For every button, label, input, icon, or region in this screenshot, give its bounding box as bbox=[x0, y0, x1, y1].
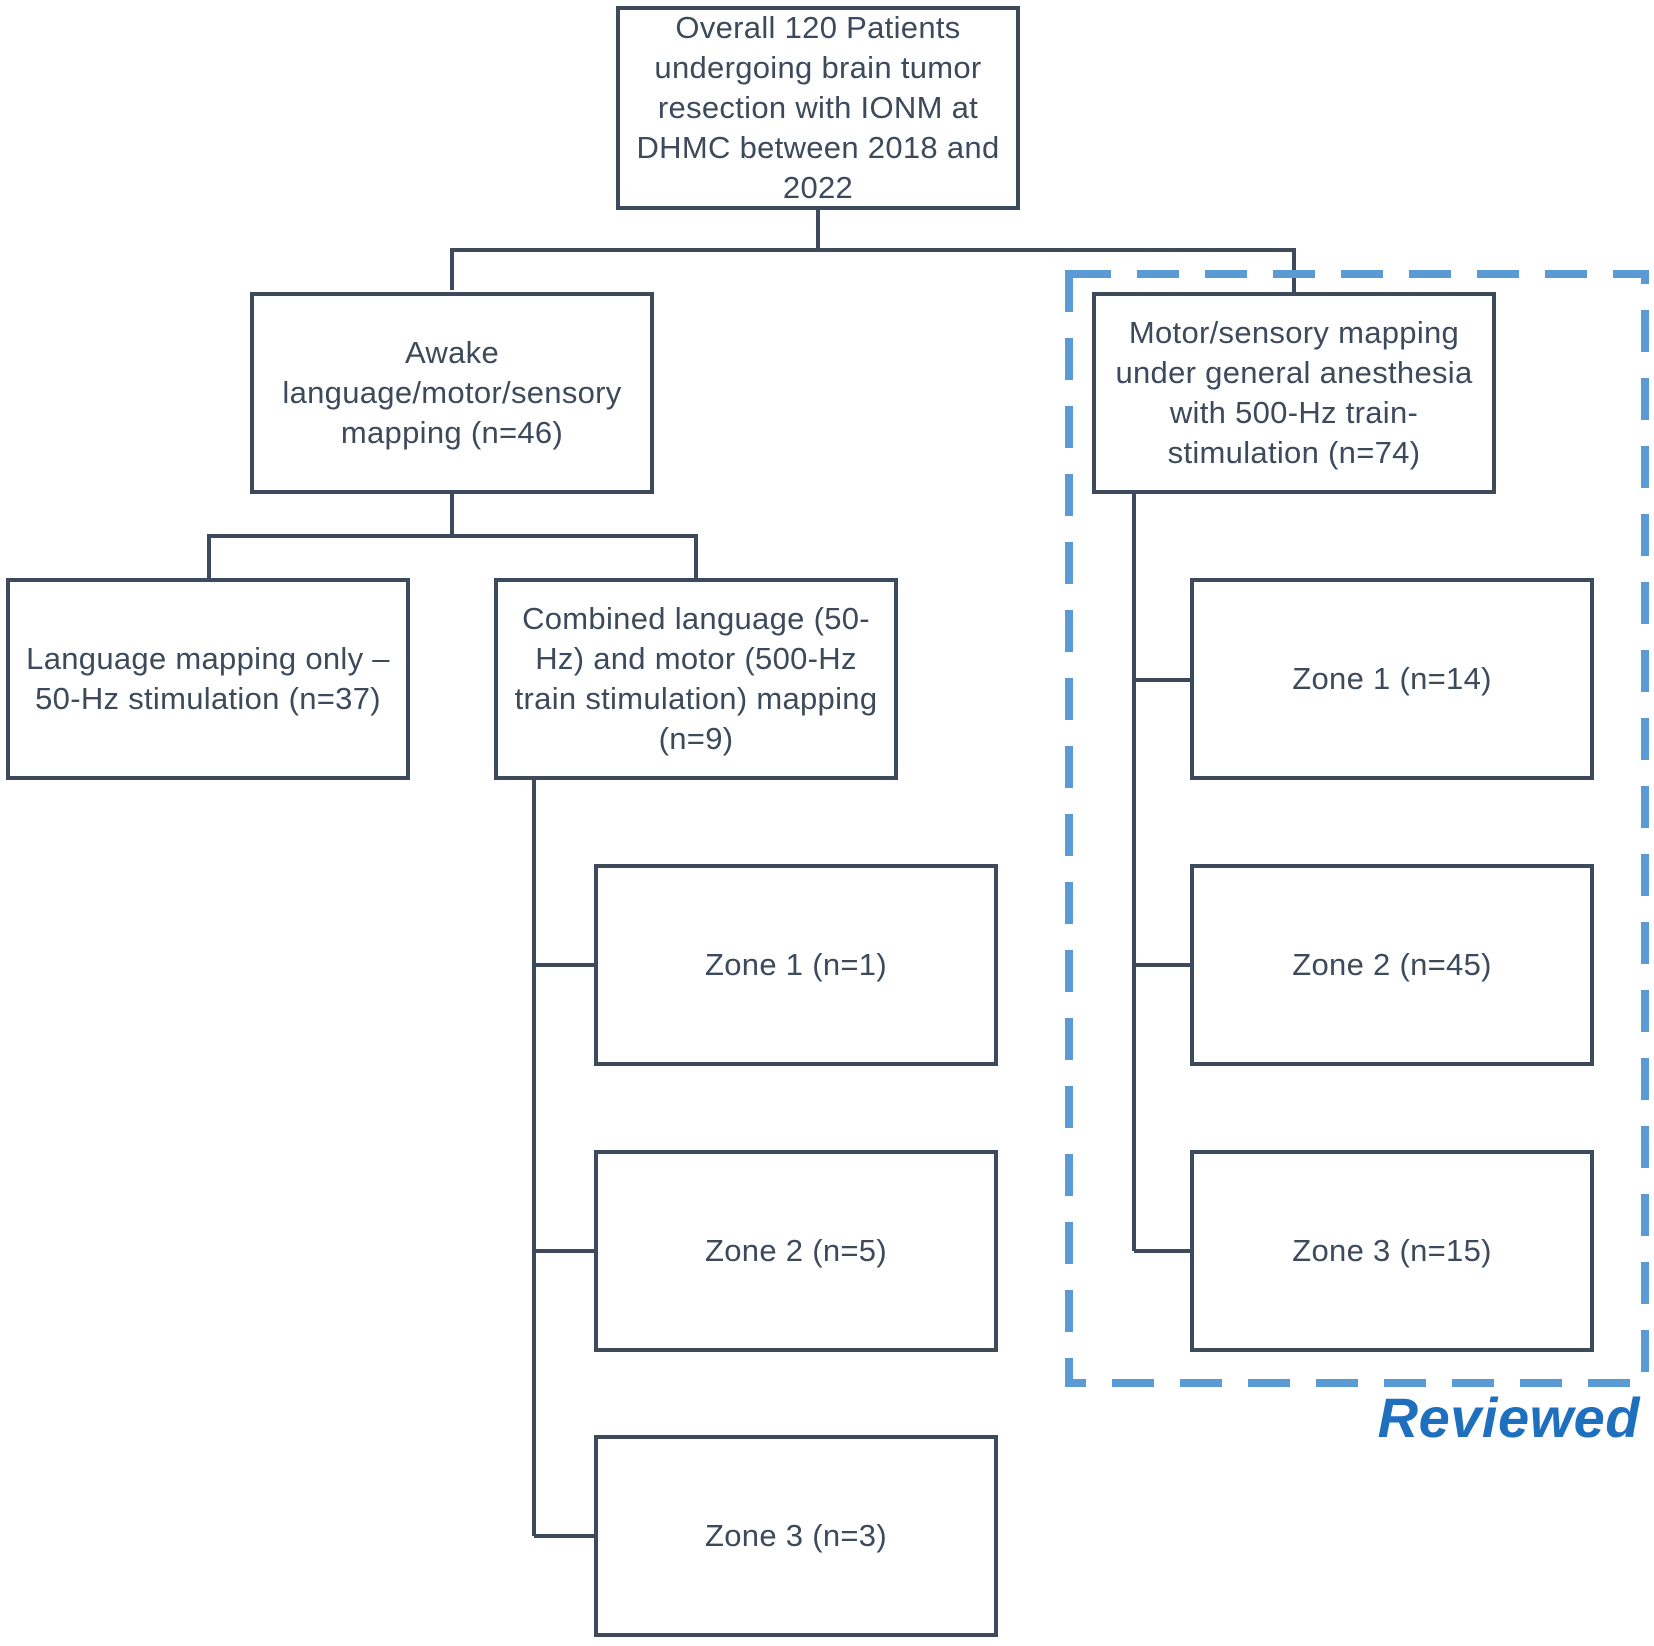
root-box: Overall 120 Patients undergoing brain tu… bbox=[616, 6, 1020, 210]
combined-zone-1-box: Zone 1 (n=1) bbox=[594, 864, 998, 1066]
motor-zone-1-box: Zone 1 (n=14) bbox=[1190, 578, 1594, 780]
combined-zone-3-box: Zone 3 (n=3) bbox=[594, 1435, 998, 1637]
combined-zone-3-text: Zone 3 (n=3) bbox=[705, 1518, 887, 1553]
motor-mapping-box: Motor/sensory mapping under general anes… bbox=[1092, 292, 1496, 494]
combined-mapping-text: Combined language (50-Hz) and motor (500… bbox=[514, 601, 878, 756]
motor-zone-3-text: Zone 3 (n=15) bbox=[1292, 1233, 1492, 1268]
combined-zone-2-text: Zone 2 (n=5) bbox=[705, 1233, 887, 1268]
motor-zone-2-box: Zone 2 (n=45) bbox=[1190, 864, 1594, 1066]
reviewed-dashed-region bbox=[1065, 270, 1649, 1387]
reviewed-label: Reviewed bbox=[1377, 1386, 1640, 1449]
motor-zone-3-box: Zone 3 (n=15) bbox=[1190, 1150, 1594, 1352]
combined-zone-2-box: Zone 2 (n=5) bbox=[594, 1150, 998, 1352]
language-only-box: Language mapping only – 50-Hz stimulatio… bbox=[6, 578, 410, 780]
language-only-text: Language mapping only – 50-Hz stimulatio… bbox=[26, 641, 390, 716]
motor-zone-1-text: Zone 1 (n=14) bbox=[1292, 661, 1492, 696]
connector-level3-bar bbox=[207, 534, 698, 578]
motor-zone-2-text: Zone 2 (n=45) bbox=[1292, 947, 1492, 982]
combined-zone-1-text: Zone 1 (n=1) bbox=[705, 947, 887, 982]
awake-mapping-text: Awake language/motor/sensory mapping (n=… bbox=[282, 335, 622, 450]
combined-mapping-box: Combined language (50-Hz) and motor (500… bbox=[494, 578, 898, 780]
root-text: Overall 120 Patients undergoing brain tu… bbox=[636, 10, 1000, 205]
awake-mapping-box: Awake language/motor/sensory mapping (n=… bbox=[250, 292, 654, 494]
motor-mapping-text: Motor/sensory mapping under general anes… bbox=[1115, 315, 1473, 470]
